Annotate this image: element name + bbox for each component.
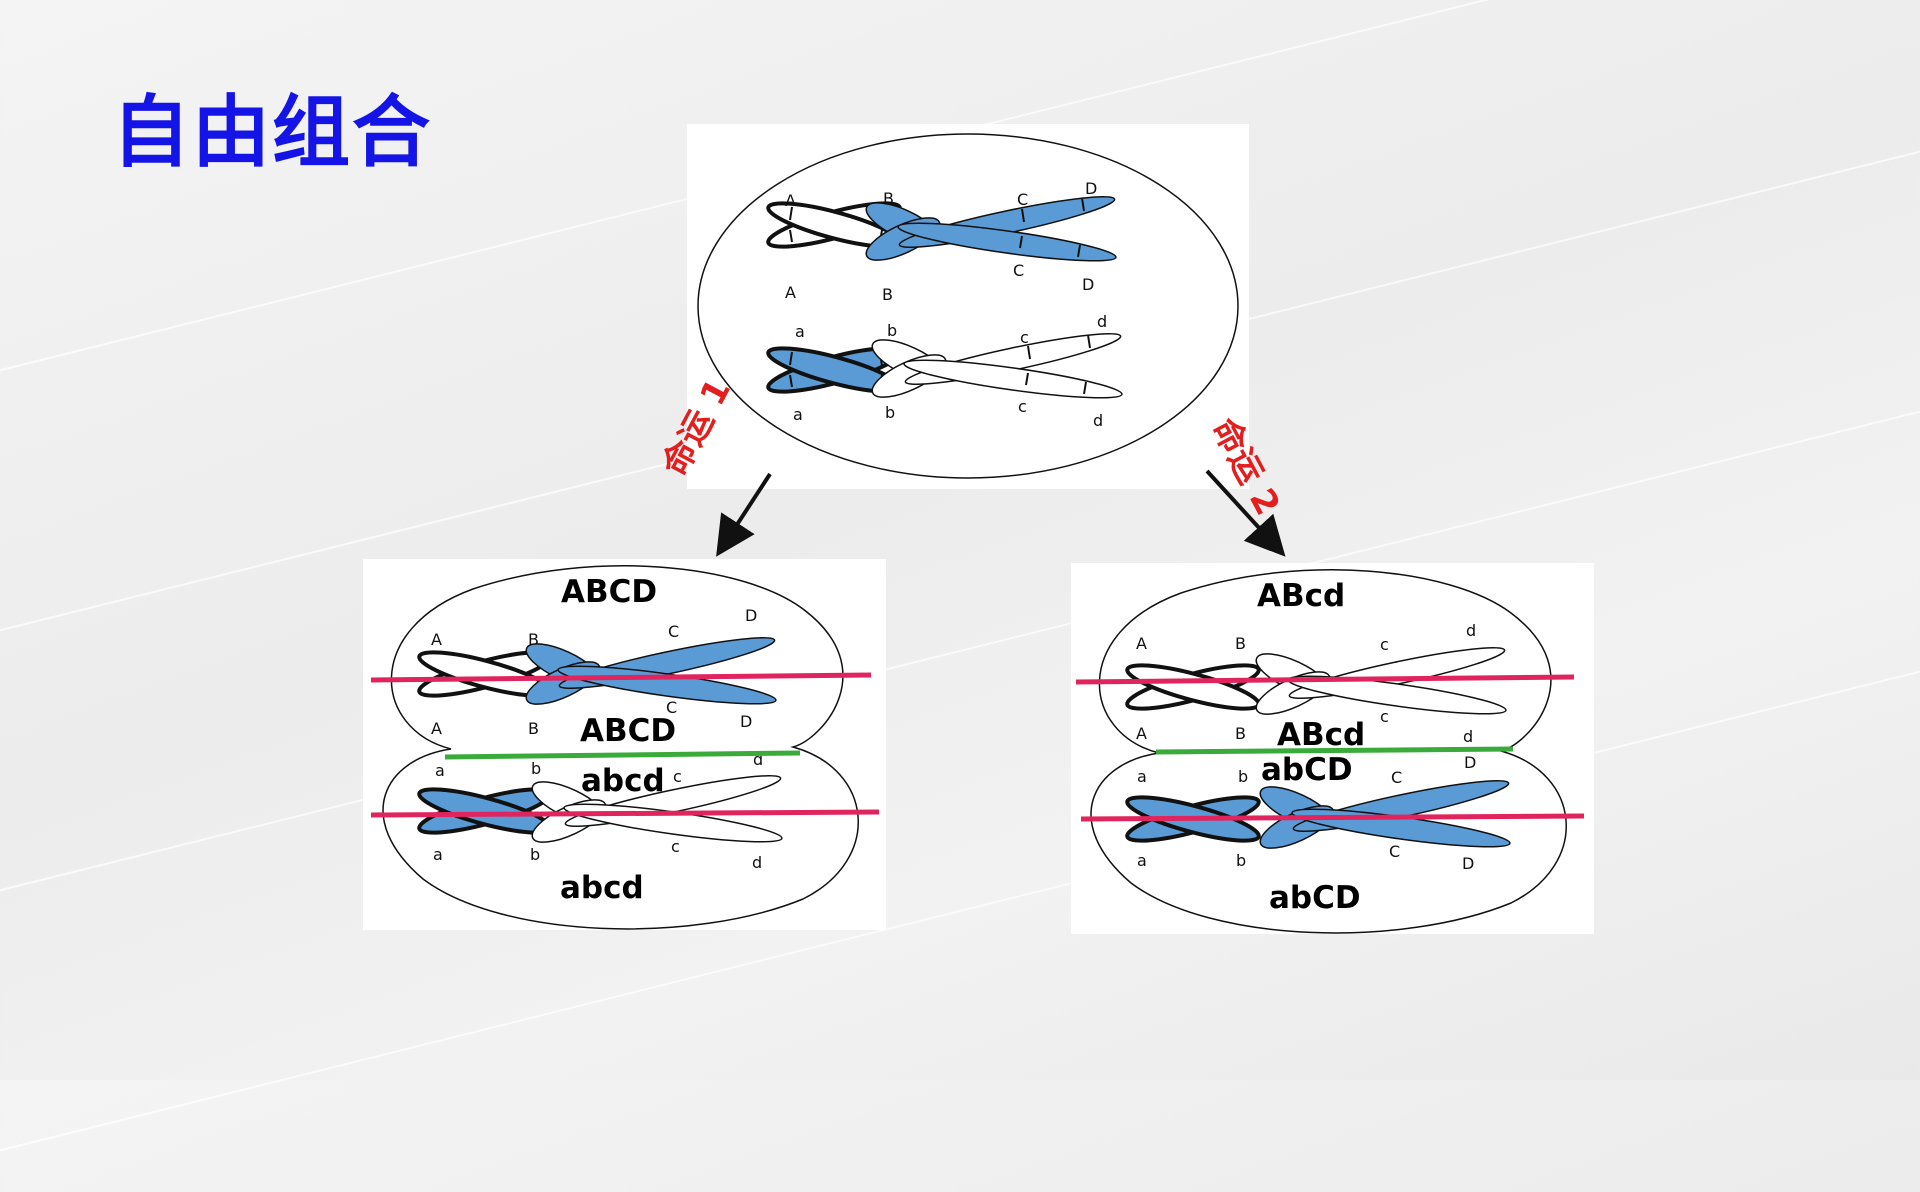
gene-label: D (1462, 854, 1474, 873)
division-line (444, 750, 801, 760)
gene-label: c (1020, 328, 1029, 347)
genotype-label: ABcd (1277, 717, 1365, 753)
gene-label: b (885, 403, 895, 422)
gene-label: C (668, 622, 679, 641)
fate-1-panel: ABCD ABCD abcd abcd A B A B C D C D a b … (363, 559, 886, 930)
gene-label: d (1466, 621, 1476, 640)
gene-label: A (785, 191, 796, 210)
gene-label: D (745, 606, 757, 625)
gene-label: C (1017, 190, 1028, 209)
gene-label: b (1238, 767, 1248, 786)
gene-label: a (1137, 851, 1147, 870)
gene-label: A (1136, 634, 1147, 653)
gene-label: a (795, 322, 805, 341)
genotype-label: ABCD (561, 574, 657, 610)
gene-label: C (1391, 768, 1402, 787)
gene-label: a (435, 761, 445, 780)
chromosome-cd-lower (871, 332, 1123, 399)
gene-label: C (1389, 842, 1400, 861)
genotype-label: abCD (1269, 880, 1361, 916)
chromosome-CD-upper (865, 195, 1117, 262)
chromosome-cd (1255, 646, 1507, 715)
equator-line-top (370, 672, 872, 683)
gene-label: A (431, 719, 442, 738)
gene-label: c (673, 767, 682, 786)
gene-label: C (1013, 261, 1024, 280)
genotype-label: ABCD (580, 713, 676, 749)
gene-label: B (882, 285, 893, 304)
fate-2-diagram: ABcd ABcd abCD abCD A B A B c d c d a b … (1075, 569, 1585, 934)
gene-label: D (740, 712, 752, 731)
gene-label: a (433, 845, 443, 864)
gene-label: d (1463, 727, 1473, 746)
equator-line-bottom (1080, 813, 1585, 822)
parent-cell-panel: A B A B C D C D a b a b (687, 124, 1249, 489)
gene-label: B (883, 189, 894, 208)
equator-line-top (1075, 674, 1575, 685)
gene-label: c (671, 837, 680, 856)
gene-label: B (528, 630, 539, 649)
parent-cell-diagram: A B A B C D C D a b a b (697, 133, 1239, 479)
gene-label: a (793, 405, 803, 424)
gene-label: D (1464, 753, 1476, 772)
gene-label: D (1085, 179, 1097, 198)
genotype-label: abcd (560, 870, 644, 906)
gene-label: b (887, 321, 897, 340)
gene-label: d (753, 750, 763, 769)
gene-label: d (1093, 411, 1103, 430)
gene-label: B (1235, 634, 1246, 653)
gene-label: c (1380, 707, 1389, 726)
gene-label: B (1235, 724, 1246, 743)
fate-1-diagram: ABCD ABCD abcd abcd A B A B C D C D a b … (370, 565, 880, 930)
gene-label: C (666, 698, 677, 717)
chromosome-AB (1125, 663, 1261, 711)
gene-label: A (1136, 724, 1147, 743)
gene-label: b (531, 759, 541, 778)
genotype-label: abCD (1261, 752, 1353, 788)
gene-label: c (1018, 397, 1027, 416)
gene-label: c (1380, 635, 1389, 654)
genotype-label: abcd (581, 763, 665, 799)
gene-label: D (1082, 275, 1094, 294)
cell-membrane (697, 133, 1239, 479)
gene-label: A (431, 630, 442, 649)
gene-label: a (1137, 767, 1147, 786)
gene-label: d (1097, 312, 1107, 331)
dividing-cell-membrane (382, 565, 859, 930)
gene-label: B (528, 719, 539, 738)
fate-2-panel: ABcd ABcd abCD abCD A B A B c d c d a b … (1071, 563, 1594, 934)
equator-line-bottom (370, 809, 880, 818)
genotype-label: ABcd (1257, 578, 1345, 614)
gene-label: b (530, 845, 540, 864)
division-line (1155, 746, 1514, 755)
gene-label: d (752, 853, 762, 872)
page-title: 自由组合 (112, 88, 433, 178)
gene-label: b (1236, 851, 1246, 870)
chromosome-CD (525, 636, 777, 705)
gene-label: A (785, 283, 796, 302)
